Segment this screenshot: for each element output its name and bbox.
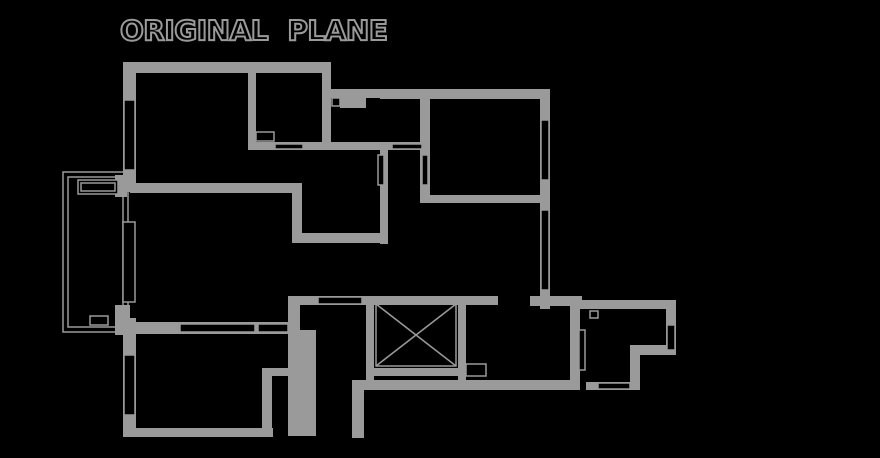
exterior-walls (123, 62, 676, 438)
pipe-shafts (77, 97, 599, 377)
interior-walls (130, 62, 498, 436)
shaft-box-left (77, 179, 119, 195)
plan-title: ORIGINAL PLANE (119, 13, 389, 48)
balcony-left (62, 171, 136, 335)
shaft-box-balcony (89, 315, 109, 326)
windows (123, 99, 676, 416)
shaft-box-top (255, 131, 275, 142)
elevator-shaft (375, 303, 457, 367)
shaft-box-center (465, 363, 487, 377)
